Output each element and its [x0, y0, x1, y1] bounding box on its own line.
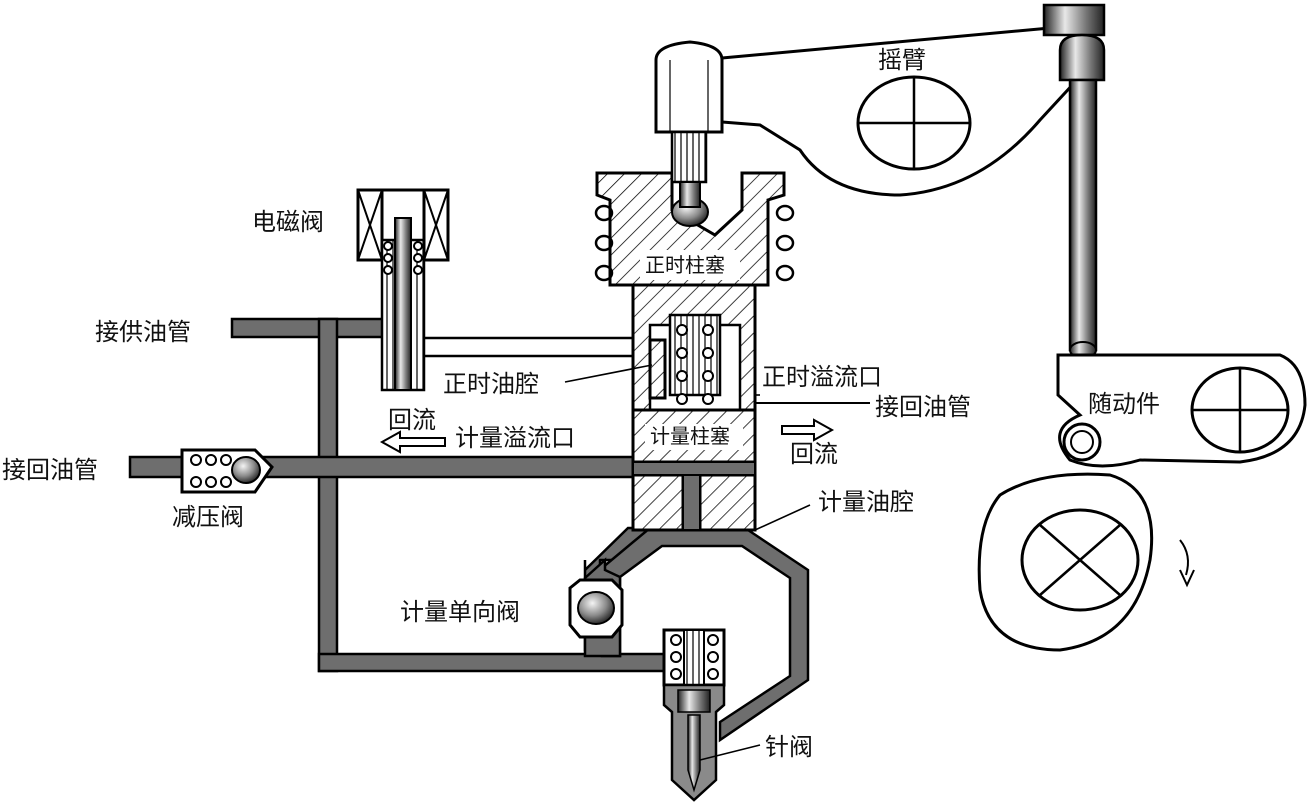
- timing-chamber-label: 正时油腔: [443, 370, 539, 398]
- return-pipe-left-label: 接回油管: [2, 456, 98, 484]
- return-flow-arrow-right: [781, 418, 835, 442]
- metering-check-valve: [568, 578, 624, 639]
- follower-label: 随动件: [1088, 390, 1160, 418]
- rocker-arm: [720, 26, 1102, 197]
- timing-spill-port-label: 正时溢流口: [762, 363, 882, 391]
- return-pipe-right-label: 接回油管: [875, 393, 971, 421]
- timing-plunger-label: 正时柱塞: [645, 253, 725, 277]
- return-flow-arrow-left: [379, 430, 446, 454]
- solenoid-valve-label: 电磁阀: [252, 208, 324, 236]
- needle-valve-label: 针阀: [765, 733, 813, 761]
- metering-check-valve-label: 计量单向阀: [400, 598, 520, 626]
- injector-body: [594, 171, 795, 532]
- return-flow-right-label: 回流: [790, 440, 838, 468]
- return-flow-left-label: 回流: [388, 406, 436, 434]
- pressure-reducing-valve: [180, 448, 274, 494]
- rocker-arm-label: 摇臂: [878, 46, 926, 74]
- solenoid-valve: [356, 188, 450, 392]
- pressure-reducing-valve-label: 减压阀: [172, 503, 244, 531]
- supply-pipe-label: 接供油管: [95, 318, 191, 346]
- adjusting-push-rod: [1042, 3, 1106, 359]
- push-rod-tappet: [654, 40, 724, 227]
- follower: [1056, 353, 1307, 468]
- metering-plunger-label: 计量柱塞: [650, 424, 730, 448]
- metering-spill-port-label: 计量溢流口: [455, 424, 575, 452]
- cam: [977, 472, 1195, 652]
- leader-lines: [564, 364, 811, 761]
- nozzle: [662, 628, 726, 802]
- metering-chamber-label: 计量油腔: [818, 488, 914, 516]
